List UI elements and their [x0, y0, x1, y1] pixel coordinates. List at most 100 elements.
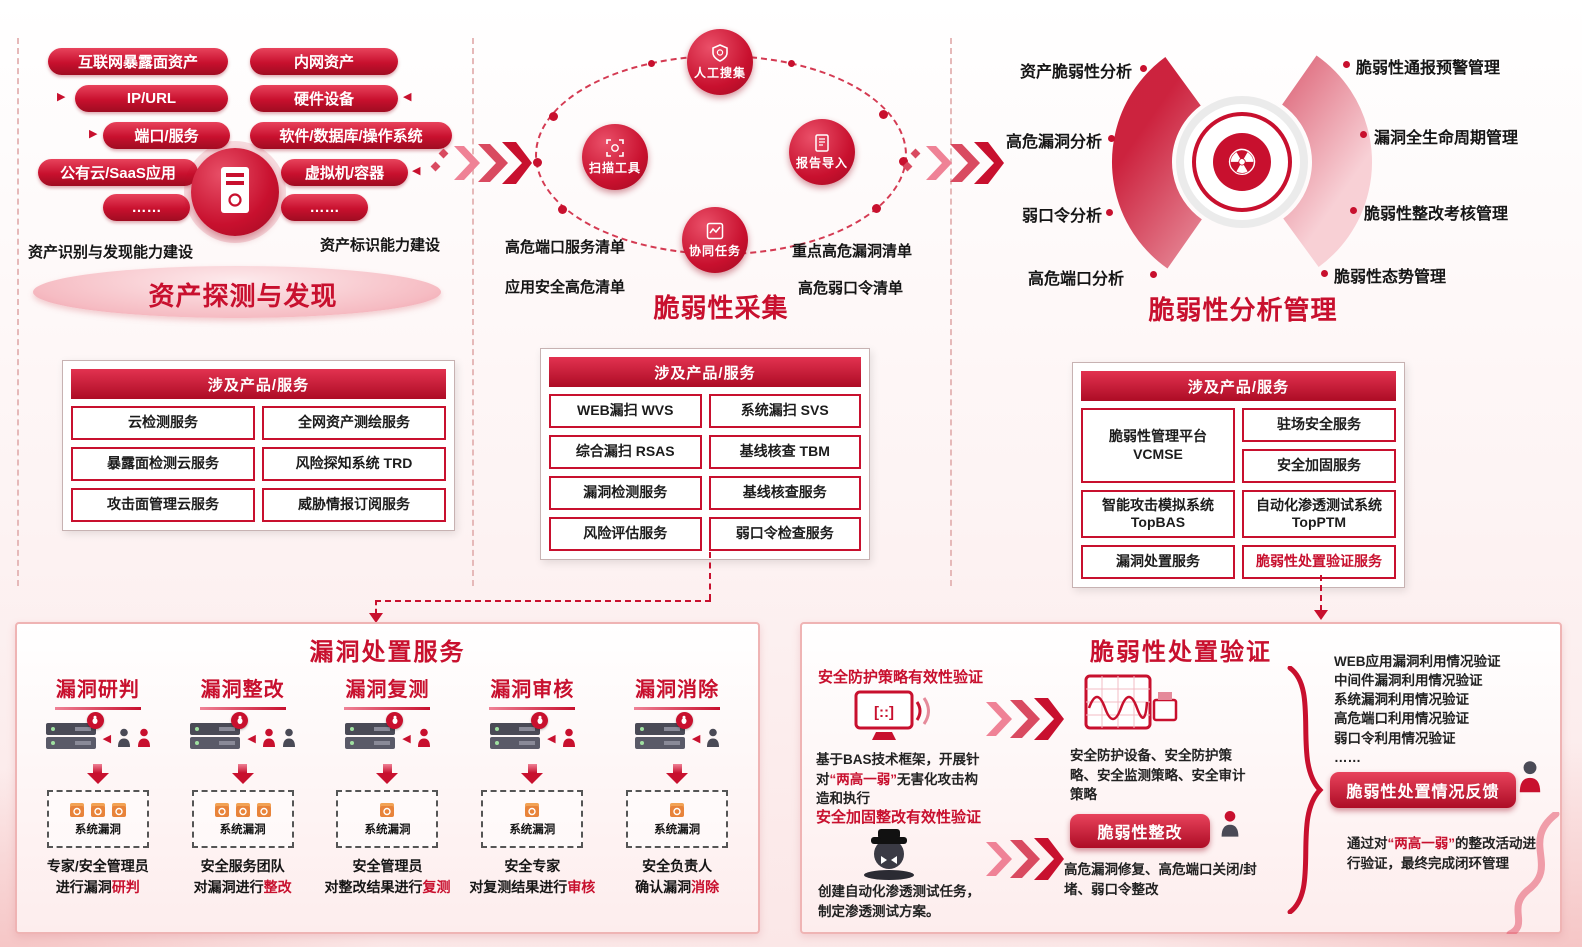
- left-arrow-icon: ◀: [102, 732, 112, 745]
- asset-pill: 互联网暴露面资产: [48, 48, 228, 75]
- product-cell: 威胁情报订阅服务: [262, 488, 446, 522]
- product-cell: 全网资产测绘服务: [262, 406, 446, 440]
- system-vuln-box: 系统漏洞: [336, 790, 439, 848]
- person-icon: [262, 728, 275, 747]
- analysis-label: 漏洞全生命周期管理: [1374, 130, 1519, 147]
- left-arrow-icon: ◀: [247, 732, 256, 745]
- step-caption-who: 专家/安全管理员: [46, 858, 149, 874]
- step-illustration: ◀: [189, 711, 295, 758]
- bug-badge-icon: [531, 711, 549, 729]
- cycle-dot: [549, 112, 558, 121]
- flow2-desc: 创建自动化渗透测试任务，制定渗透测试方案。: [818, 884, 980, 919]
- vuln-cube-icon: [235, 802, 250, 817]
- disposal-columns: 漏洞研判 ◀: [17, 673, 758, 898]
- square-decoration: [430, 161, 441, 172]
- analysis-products-table: 涉及产品/服务 脆弱性管理平台 VCMSE 驻场安全服务 安全加固服务 智能攻击…: [1072, 362, 1405, 588]
- section-divider: [950, 38, 952, 586]
- triangle-decoration-icon: ▶: [89, 128, 98, 140]
- down-arrow-icon: [231, 764, 254, 784]
- person-icon: [707, 728, 720, 747]
- disposal-column: 漏洞复测 ◀ 系统漏洞 安: [317, 673, 457, 898]
- left-arrow-icon: ◀: [402, 732, 411, 745]
- asset-pill-label: ……: [309, 199, 340, 216]
- feedback-button: 脆弱性处置情况反馈: [1330, 772, 1516, 808]
- monitor-icon: [::]: [854, 690, 930, 740]
- disposal-column: 漏洞整改 ◀: [173, 673, 313, 898]
- vuln-cubes: [669, 802, 685, 818]
- step-caption: 安全服务团队 对漏洞进行整改: [194, 856, 292, 898]
- collect-section-title: 脆弱性采集: [653, 293, 789, 323]
- step-caption: 专家/安全管理员 进行漏洞研判: [47, 856, 149, 898]
- collect-node-label: 协同任务: [688, 243, 741, 258]
- connector-arrowhead: [369, 613, 383, 623]
- product-cell: 攻击面管理云服务: [71, 488, 255, 522]
- rack-server-icon: [489, 711, 549, 756]
- asset-pill: 公有云/SaaS应用: [38, 159, 198, 186]
- cycle-dot: [648, 60, 655, 67]
- connector-line: [375, 600, 377, 614]
- products-grid: 脆弱性管理平台 VCMSE 驻场安全服务 安全加固服务 智能攻击模拟系统 Top…: [1081, 408, 1396, 579]
- collect-list-item: 应用安全高危清单: [505, 279, 626, 296]
- flow2-result: 高危漏洞修复、高危端口关闭/封堵、弱口令整改: [1064, 862, 1257, 897]
- flow-chevrons-icon: [986, 838, 1064, 880]
- down-arrow-icon: [86, 764, 109, 784]
- verify-item: ……: [1334, 749, 1361, 765]
- product-cell: 驻场安全服务: [1242, 408, 1396, 442]
- title-disc: [33, 266, 441, 318]
- collect-node-label: 人工搜集: [693, 65, 746, 80]
- label-dot: [1140, 65, 1147, 72]
- collect-list-item: 高危弱口令清单: [798, 280, 904, 297]
- flow-chevrons-icon: [986, 698, 1064, 740]
- vuln-cubes: [379, 802, 395, 818]
- section-divider: [472, 38, 474, 586]
- person-icon: [138, 728, 151, 747]
- verify-item: 系统漏洞利用情况验证: [1334, 692, 1469, 708]
- product-cell: 基线核查服务: [708, 476, 861, 510]
- step-caption-action: 对整改结果进行复测: [324, 879, 451, 895]
- flow1-label: 安全防护策略有效性验证: [818, 669, 984, 686]
- person-icon: [562, 728, 575, 747]
- disposal-column: 漏洞消除 ◀ 系统漏洞 安: [607, 673, 747, 898]
- disposal-step-title: 漏洞审核: [490, 679, 575, 701]
- person-icon: [118, 728, 131, 747]
- step-caption: 安全专家 对复测结果进行审核: [469, 856, 595, 898]
- step-illustration: ◀: [489, 711, 575, 758]
- asset-pill-label: 公有云/SaaS应用: [60, 165, 176, 182]
- step-illustration: ◀: [45, 711, 151, 758]
- analysis-label: 高危端口分析: [1027, 271, 1124, 288]
- asset-pill-label: 互联网暴露面资产: [77, 54, 198, 71]
- step-underline: [489, 707, 576, 710]
- connector-line: [709, 552, 711, 600]
- cycle-dot: [872, 204, 881, 213]
- asset-pill: 虚拟机/容器: [281, 159, 408, 186]
- vuln-cube-icon: [525, 802, 540, 817]
- disposal-step-title: 漏洞消除: [635, 679, 720, 701]
- product-cell: 脆弱性管理平台 VCMSE: [1081, 408, 1235, 483]
- vuln-cube-icon: [90, 802, 105, 817]
- bug-badge-icon: [231, 711, 249, 729]
- collaborative-task-icon: [706, 222, 724, 239]
- analysis-label: 脆弱性整改考核管理: [1364, 206, 1509, 223]
- products-table-header: 涉及产品/服务: [1081, 371, 1396, 401]
- step-caption-who: 安全服务团队: [200, 858, 285, 874]
- step-caption-who: 安全专家: [504, 858, 561, 874]
- step-illustration: ◀: [634, 711, 720, 758]
- analysis-section-title: 脆弱性分析管理: [1148, 295, 1338, 325]
- asset-section-title: 资产探测与发现: [148, 281, 338, 311]
- product-cell: 漏洞处置服务: [1081, 545, 1235, 579]
- asset-pill-label: 虚拟机/容器: [304, 165, 385, 182]
- step-caption-action: 进行漏洞研判: [55, 879, 140, 895]
- down-arrow-icon: [666, 764, 689, 784]
- flow-chevrons-icon: [926, 142, 1004, 184]
- asset-pill: 内网资产: [250, 48, 398, 75]
- rectify-button: 脆弱性整改: [1070, 814, 1210, 848]
- products-grid: 云检测服务 全网资产测绘服务 暴露面检测云服务 风险探知系统 TRD 攻击面管理…: [71, 406, 446, 522]
- monitor-screen-glyph: [::]: [874, 704, 894, 721]
- analysis-label: 脆弱性通报预警管理: [1356, 60, 1501, 77]
- person-icon: [1519, 761, 1541, 793]
- closing-note: 通过对“两高一弱”的整改活动进行验证，最终完成闭环管理: [1347, 836, 1536, 871]
- product-cell: 弱口令检查服务: [708, 517, 861, 551]
- label-dot: [1360, 131, 1367, 138]
- disposal-column: 漏洞研判 ◀: [28, 673, 168, 898]
